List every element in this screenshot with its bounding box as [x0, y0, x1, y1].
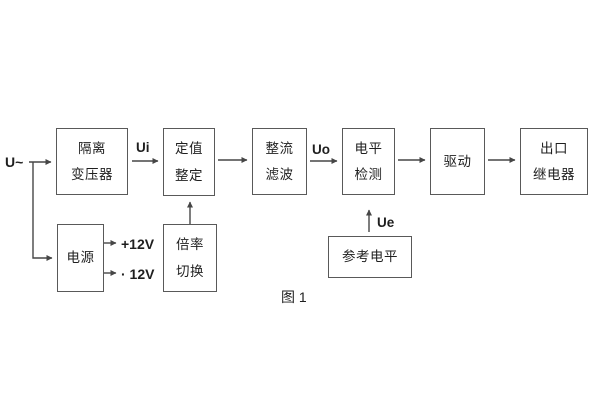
label-plus-12v: +12V: [121, 236, 155, 252]
label-minus-12v: · 12V: [121, 266, 155, 282]
arrow-input-to-power: [32, 162, 53, 261]
block-label: 检测: [354, 166, 383, 182]
block-level-detection: 电平 检测: [342, 128, 395, 195]
block-ratio-switching: 倍率 切换: [163, 224, 217, 292]
block-setting-adjust: 定值 整定: [163, 128, 215, 196]
label-input-voltage: U~: [5, 154, 24, 170]
block-rectifier-filter: 整流 滤波: [252, 128, 307, 195]
block-label: 切换: [176, 263, 204, 279]
block-label: 定值: [175, 141, 203, 156]
block-label: 整定: [175, 167, 203, 183]
label-ui: Ui: [136, 140, 150, 155]
label-ue: Ue: [377, 215, 395, 230]
block-label: 继电器: [533, 166, 575, 182]
block-reference-level: 参考电平: [328, 236, 412, 278]
block-label: 倍率: [176, 237, 204, 252]
block-label: 隔离: [78, 140, 106, 156]
block-isolation-transformer: 隔离 变压器: [56, 128, 128, 195]
block-label: 整流: [265, 140, 294, 156]
block-label: 变压器: [71, 166, 113, 182]
label-uo: Uo: [312, 142, 330, 157]
block-label: 滤波: [265, 166, 294, 182]
block-label: 电源: [66, 250, 95, 266]
block-label: 参考电平: [342, 249, 398, 265]
block-label: 出口: [540, 140, 568, 156]
block-label: 电平: [354, 140, 383, 156]
block-label: 驱动: [443, 153, 472, 169]
block-drive: 驱动: [430, 128, 485, 195]
block-output-relay: 出口 继电器: [520, 128, 588, 195]
block-power-supply: 电源: [57, 224, 104, 292]
figure-caption: 图 1: [281, 289, 307, 305]
